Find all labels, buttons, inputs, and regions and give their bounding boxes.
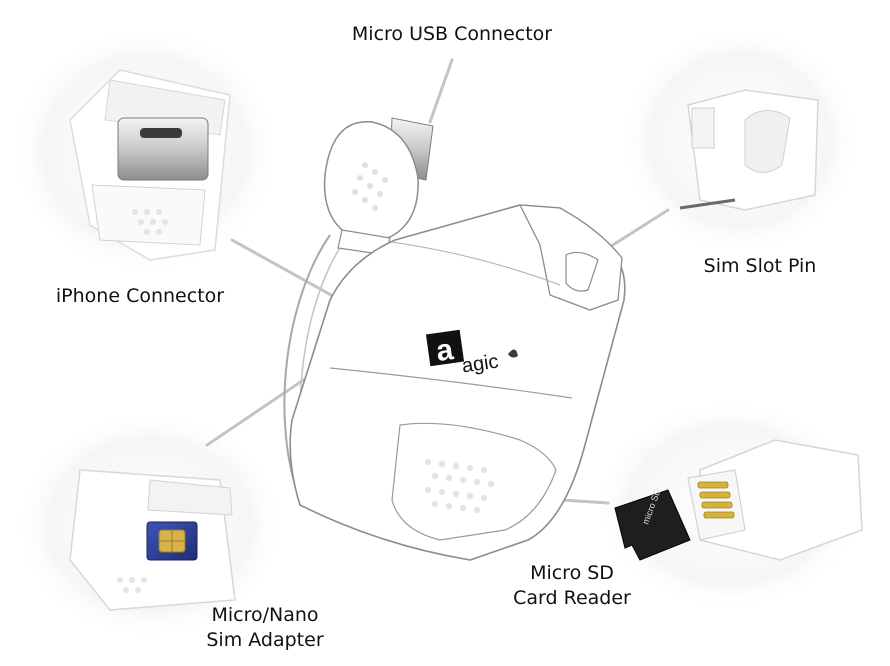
- adapter-device: a agic: [283, 117, 626, 561]
- micro-sd-detail: micro SD: [614, 439, 863, 561]
- logo-mark: a: [434, 333, 455, 368]
- label-sim-adapter-line1: Micro/Nano: [211, 604, 318, 626]
- logo-text: agic: [461, 351, 500, 378]
- label-micro-sd-line2: Card Reader: [513, 587, 631, 609]
- leader-line-micro-usb: [428, 58, 454, 124]
- micro-usb-connector: [323, 117, 434, 256]
- label-sim-adapter-line2: Sim Adapter: [206, 629, 323, 651]
- iphone-connector-detail: [69, 69, 231, 261]
- label-iphone-connector: iPhone Connector: [56, 285, 224, 307]
- label-sim-slot-pin: Sim Slot Pin: [704, 255, 817, 277]
- sim-slot-pin-detail: [679, 89, 819, 211]
- sim-adapter-detail: [69, 469, 236, 611]
- amagic-logo: a agic: [425, 329, 518, 378]
- label-micro-usb-connector: Micro USB Connector: [352, 23, 552, 45]
- label-micro-sd-line1: Micro SD: [530, 562, 614, 584]
